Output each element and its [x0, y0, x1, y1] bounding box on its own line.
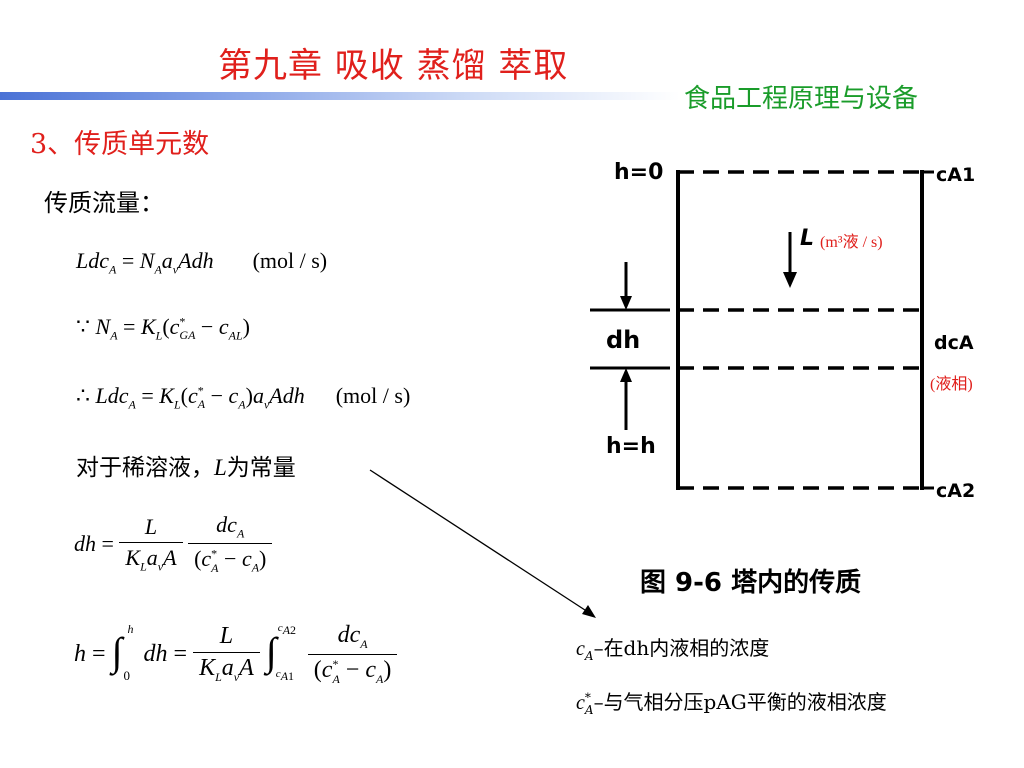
h-zero-label: h=0 [614, 160, 664, 185]
equation-2: ∵ NA = KL(c*GA − cAL) [76, 314, 250, 343]
h-equals-h-label: h=h [606, 434, 656, 459]
liquid-flow-L-label: L [800, 226, 815, 251]
flow-unit-label: (m³液 / s) [820, 234, 883, 251]
definition-cA-star: c*A–与气相分压pAG平衡的液相浓度 [576, 690, 887, 717]
equation-3: ∴ LdcA = KL(c*A − cA)avAdh (mol / s) [76, 383, 411, 412]
equation-3-unit: (mol / s) [335, 383, 411, 408]
liquid-flow-arrow [783, 272, 797, 288]
equation-1-unit: (mol / s) [252, 248, 328, 273]
dh-label: dh [606, 326, 641, 354]
dcA-label: dcA [934, 332, 974, 354]
dh-up-arrow [620, 368, 632, 382]
equation-1: LdcA = NAavAdh (mol / s) [76, 248, 328, 277]
definition-cA: cA–在dh内液相的浓度 [576, 636, 770, 663]
dilute-note: 对于稀溶液，L为常量 [76, 455, 296, 481]
figure-caption: 图 9-6 塔内的传质 [640, 568, 862, 598]
flux-label: 传质流量： [44, 189, 164, 217]
section-heading: 3、传质单元数 [30, 129, 210, 160]
page-title: 第九章 吸收 蒸馏 萃取 [218, 46, 569, 86]
cA1-label: cA1 [936, 164, 976, 186]
header-band [0, 92, 680, 100]
dh-down-arrow [620, 296, 632, 310]
pointer-arrowhead [582, 605, 596, 618]
cA2-label: cA2 [936, 480, 976, 502]
liquid-phase-label: (液相) [930, 376, 973, 393]
course-subtitle: 食品工程原理与设备 [684, 84, 919, 114]
